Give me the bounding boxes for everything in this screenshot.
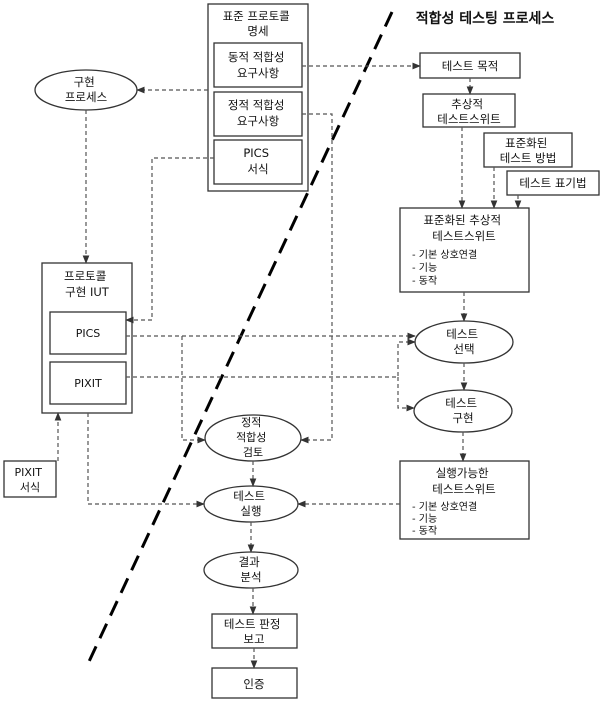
static-req-line-2: 요구사항 bbox=[237, 114, 280, 128]
pixit-form-line-2: 서식 bbox=[20, 481, 40, 494]
exec-suite-item-1: - 기본 상호연결 bbox=[412, 501, 477, 513]
test-notation-label: 테스트 표기법 bbox=[519, 176, 586, 190]
boundary-line bbox=[84, 11, 394, 669]
std-method-line-1: 표준화된 bbox=[505, 136, 547, 150]
svg-text:동적 적합성 요구사항: 동적 적합성 요구사항 bbox=[228, 50, 288, 80]
test-report-line-1: 테스트 판정 bbox=[224, 617, 281, 631]
executable-test-suite-box: 실행가능한 테스트스위트 - 기본 상호연결 - 기능 - 동작 bbox=[399, 460, 530, 540]
svg-text:구현 프로세스: 구현 프로세스 bbox=[65, 75, 107, 104]
result-analysis-node: 결과 분석 bbox=[203, 551, 299, 589]
svg-text:실행가능한 테스트스위트: 실행가능한 테스트스위트 bbox=[432, 466, 495, 496]
abstract-suite-line-2: 테스트스위트 bbox=[437, 112, 500, 126]
connectors bbox=[54, 62, 522, 669]
svg-text:PICS 서식: PICS 서식 bbox=[243, 146, 272, 176]
std-method-line-2: 테스트 방법 bbox=[500, 151, 557, 165]
svg-text:결과 분석: 결과 분석 bbox=[239, 555, 264, 584]
std-abstract-item-1: - 기본 상호연결 bbox=[412, 249, 477, 261]
protocol-spec-title-1: 표준 프로토콜 bbox=[223, 9, 290, 23]
static-review-line-3: 검토 bbox=[243, 446, 263, 459]
arrow-staticreq-to-review bbox=[300, 113, 333, 444]
pixit-box: PIXIT bbox=[49, 361, 127, 405]
svg-text:- 기본 상호연결 - 기능 - 동: - 기본 상호연결 - 기능 - 동작 bbox=[412, 249, 480, 287]
arrow-pixit-to-impl bbox=[397, 377, 415, 412]
svg-text:테스트 판정 보고: 테스트 판정 보고 bbox=[224, 617, 284, 646]
pics-box: PICS bbox=[49, 311, 127, 355]
static-conformance-review-node: 정적 적합성 검토 bbox=[204, 414, 302, 462]
test-run-line-2: 실행 bbox=[240, 504, 261, 518]
pixit-form-line-1: PIXIT bbox=[15, 466, 43, 479]
test-run-line-1: 테스트 bbox=[233, 489, 265, 503]
dynamic-req-line-2: 요구사항 bbox=[237, 66, 280, 80]
exec-suite-title-1: 실행가능한 bbox=[436, 466, 489, 480]
std-abstract-title-2: 테스트스위트 bbox=[432, 229, 495, 243]
svg-text:테스트 구현: 테스트 구현 bbox=[445, 396, 480, 425]
arrow-iut-to-run bbox=[87, 413, 205, 508]
pics-form-line-2: 서식 bbox=[247, 162, 268, 176]
svg-text:표준화된 테스트 방법: 표준화된 테스트 방법 bbox=[500, 136, 557, 165]
iut-title-2: 구현 IUT bbox=[65, 285, 110, 299]
pics-form-box: PICS 서식 bbox=[213, 139, 303, 185]
static-req-line-1: 정적 적합성 bbox=[228, 98, 285, 112]
standard-test-method-box: 표준화된 테스트 방법 bbox=[483, 132, 573, 168]
exec-suite-item-3: - 동작 bbox=[412, 525, 437, 537]
test-notation-box: 테스트 표기법 bbox=[506, 170, 600, 196]
impl-process-line-1: 구현 bbox=[74, 75, 95, 89]
static-requirements-box: 정적 적합성 요구사항 bbox=[213, 91, 303, 137]
test-impl-line-1: 테스트 bbox=[445, 396, 477, 410]
protocol-spec-title-2: 명세 bbox=[247, 24, 268, 38]
std-abstract-title-1: 표준화된 추상적 bbox=[423, 213, 501, 227]
test-selection-node: 테스트 선택 bbox=[414, 320, 514, 364]
certification-label: 인증 bbox=[243, 677, 264, 691]
exec-suite-item-2: - 기능 bbox=[412, 513, 437, 525]
arrow-pixit-to-selection bbox=[126, 338, 416, 378]
svg-text:테스트 실행: 테스트 실행 bbox=[233, 489, 268, 518]
svg-text:테스트 선택: 테스트 선택 bbox=[446, 327, 481, 356]
test-execution-node: 테스트 실행 bbox=[203, 485, 299, 523]
svg-text:PIXIT 서식: PIXIT 서식 bbox=[15, 466, 46, 494]
test-selection-line-2: 선택 bbox=[453, 342, 474, 356]
svg-text:표준 프로토콜 명세: 표준 프로토콜 명세 bbox=[223, 9, 294, 38]
exec-suite-title-2: 테스트스위트 bbox=[432, 482, 495, 496]
pics-form-line-1: PICS bbox=[243, 146, 269, 160]
svg-text:표준화된 추상적 테스트스위트: 표준화된 추상적 테스트스위트 bbox=[423, 213, 504, 243]
abstract-suite-line-1: 추상적 bbox=[451, 97, 483, 111]
svg-text:프로토콜 구현 IUT: 프로토콜 구현 IUT bbox=[64, 269, 110, 299]
arrow-pics-to-review bbox=[181, 336, 206, 444]
svg-text:정적 적합성 검토: 정적 적합성 검토 bbox=[236, 416, 270, 459]
svg-text:정적 적합성 요구사항: 정적 적합성 요구사항 bbox=[228, 98, 288, 128]
abstract-test-suite-box: 추상적 테스트스위트 bbox=[422, 93, 516, 128]
arrow-picsform-to-pics bbox=[125, 157, 214, 324]
test-implementation-node: 테스트 구현 bbox=[413, 389, 513, 433]
implementation-process-node: 구현 프로세스 bbox=[34, 69, 138, 111]
test-report-line-2: 보고 bbox=[243, 632, 264, 646]
test-verdict-report-box: 테스트 판정 보고 bbox=[211, 613, 298, 649]
test-purpose-box: 테스트 목적 bbox=[419, 52, 521, 79]
impl-process-line-2: 프로세스 bbox=[65, 90, 107, 104]
std-abstract-item-2: - 기능 bbox=[412, 262, 437, 274]
certification-box: 인증 bbox=[211, 667, 298, 699]
result-analysis-line-2: 분석 bbox=[240, 570, 261, 584]
svg-text:추상적 테스트스위트: 추상적 테스트스위트 bbox=[437, 97, 500, 126]
static-review-line-1: 정적 bbox=[241, 416, 261, 429]
static-review-line-2: 적합성 bbox=[236, 431, 266, 444]
test-selection-line-1: 테스트 bbox=[446, 327, 478, 341]
iut-title-1: 프로토콜 bbox=[64, 269, 106, 283]
pixit-form-box: PIXIT 서식 bbox=[3, 460, 57, 498]
dynamic-requirements-box: 동적 적합성 요구사항 bbox=[213, 42, 303, 88]
diagram-title: 적합성 테스팅 프로세스 bbox=[416, 10, 555, 27]
svg-text:- 기본 상호연결 - 기능 - 동: - 기본 상호연결 - 기능 - 동작 bbox=[412, 501, 480, 537]
pics-label: PICS bbox=[76, 327, 101, 340]
dynamic-req-line-1: 동적 적합성 bbox=[228, 50, 285, 64]
std-abstract-item-3: - 동작 bbox=[412, 275, 437, 287]
standardized-abstract-suite-box: 표준화된 추상적 테스트스위트 - 기본 상호연결 - 기능 - 동작 bbox=[399, 207, 530, 293]
test-impl-line-2: 구현 bbox=[452, 411, 473, 425]
test-purpose-label: 테스트 목적 bbox=[442, 59, 499, 73]
result-analysis-line-1: 결과 bbox=[239, 555, 261, 569]
pixit-label: PIXIT bbox=[74, 377, 102, 390]
